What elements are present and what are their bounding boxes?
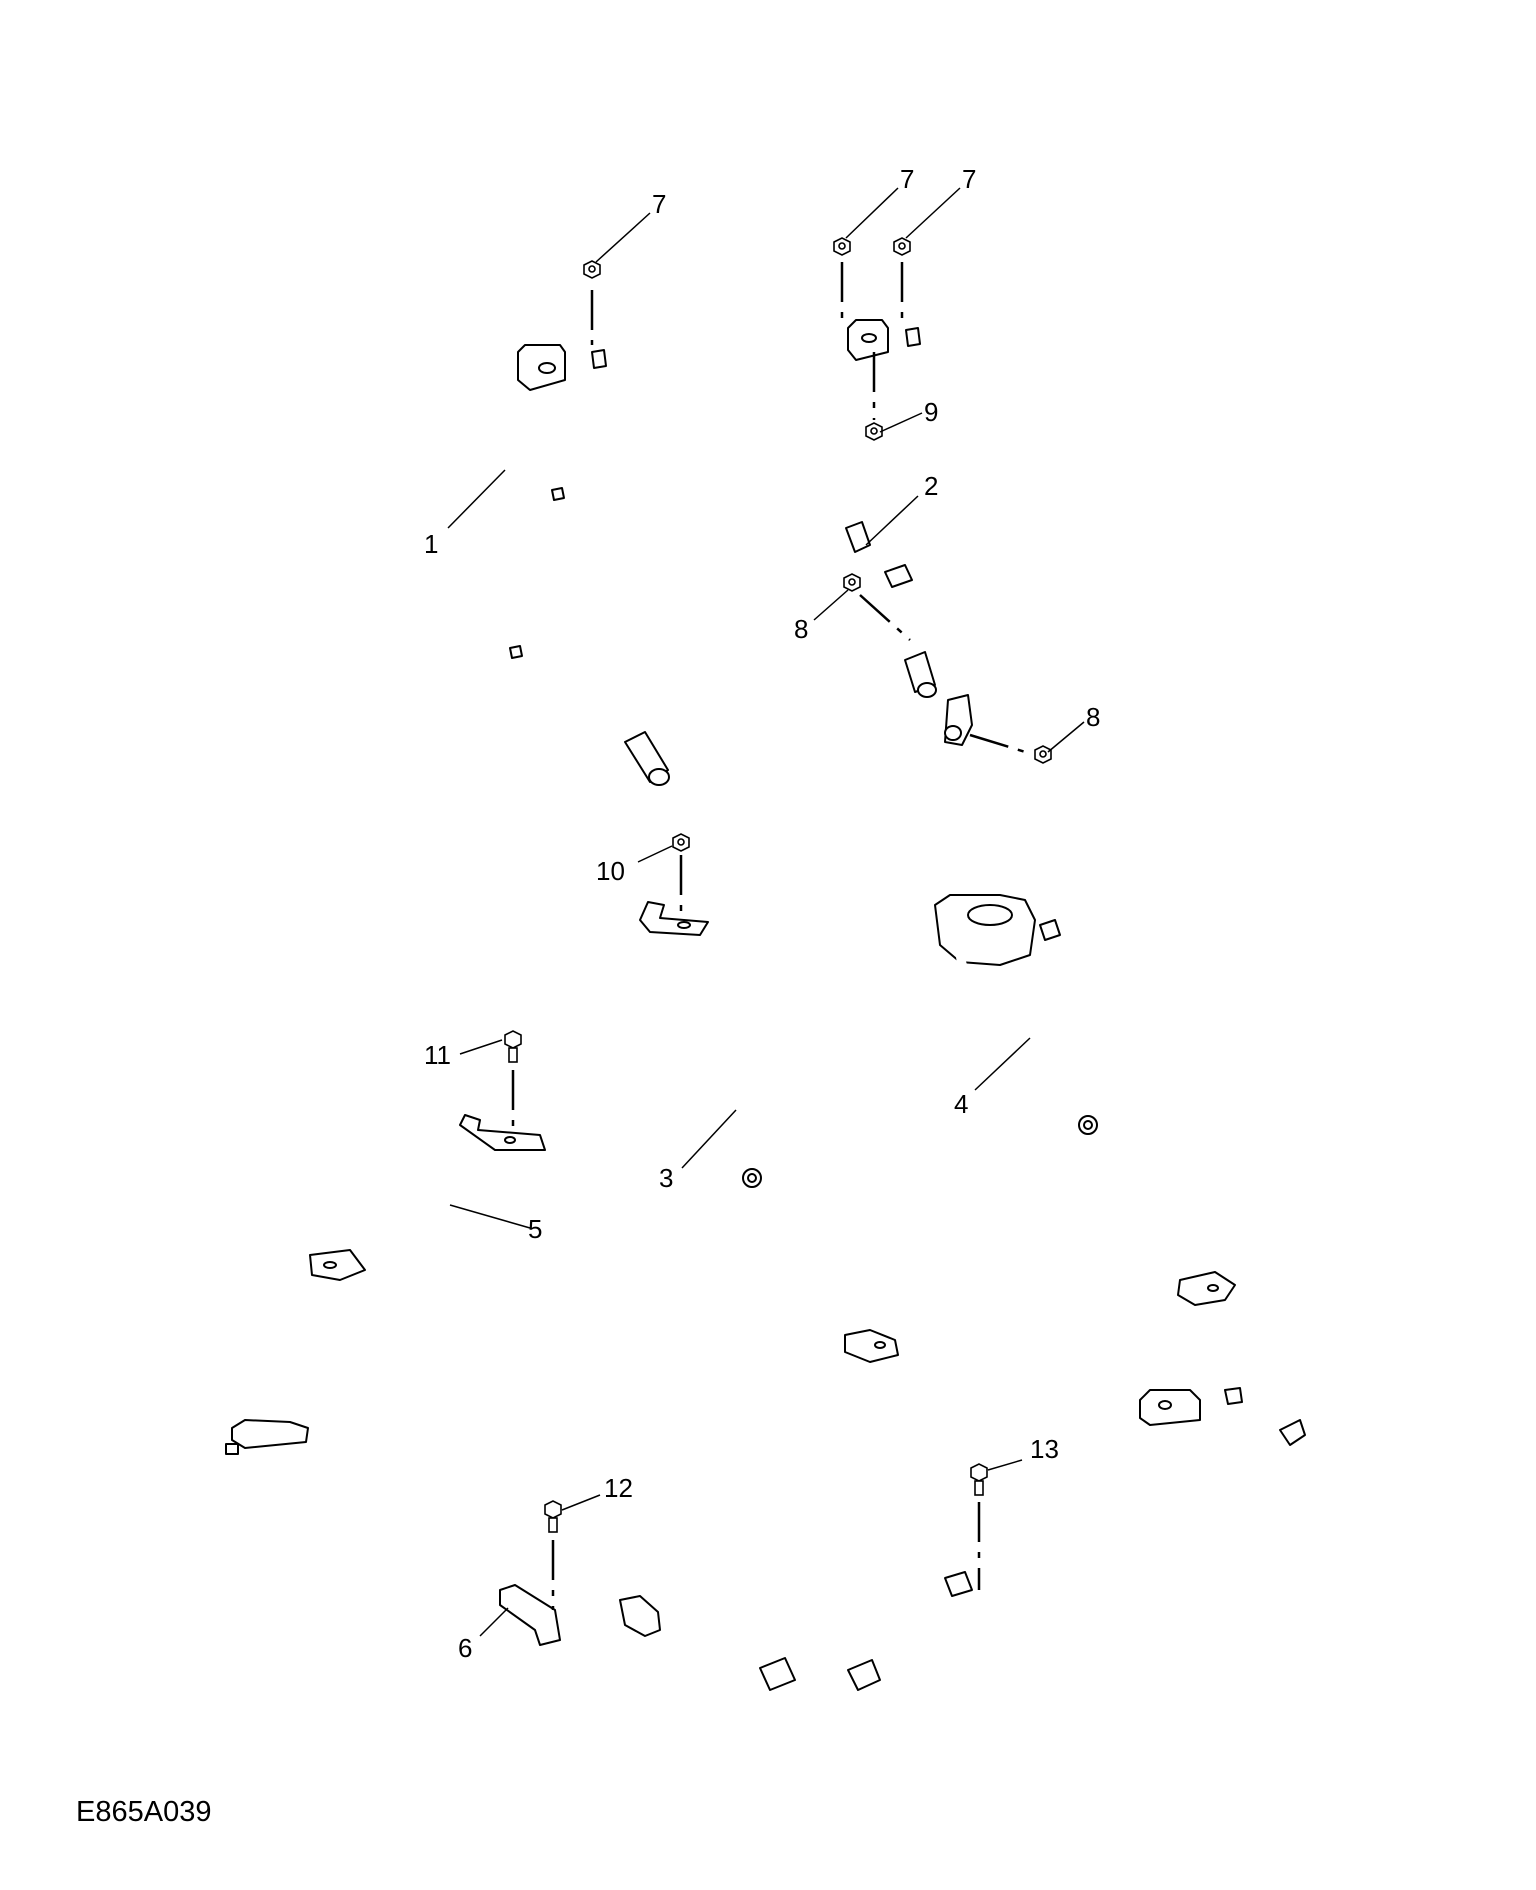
callout-12: 12 <box>604 1473 633 1503</box>
part-1-cable <box>500 344 670 786</box>
callout-7c: 7 <box>962 164 976 194</box>
part-4-cable <box>934 894 1236 1306</box>
callout-5: 5 <box>528 1214 542 1244</box>
callout-13: 13 <box>1030 1434 1059 1464</box>
nut-8-right <box>1034 745 1052 764</box>
nut-10 <box>672 833 690 852</box>
assembly-lines <box>511 262 1033 1610</box>
callout-2: 2 <box>924 471 938 501</box>
callout-7b: 7 <box>900 164 914 194</box>
leader-lines <box>447 187 1085 1637</box>
callout-3: 3 <box>659 1163 673 1193</box>
callouts: 1 2 3 4 5 6 7 7 7 8 8 9 10 11 12 13 <box>424 164 1100 1663</box>
callout-11: 11 <box>424 1040 451 1070</box>
part-2-cable <box>834 319 973 746</box>
callout-7a: 7 <box>652 189 666 219</box>
part-6-harness <box>225 1419 661 1646</box>
part-3-cable <box>639 901 899 1363</box>
figure-code: E865A039 <box>76 1796 212 1828</box>
nut-7-mid <box>833 237 851 256</box>
callout-1: 1 <box>424 529 438 559</box>
nut-7-left <box>583 260 601 279</box>
callout-9: 9 <box>924 397 938 427</box>
nut-7-right <box>893 237 911 256</box>
bolt-13 <box>970 1463 988 1496</box>
callout-4: 4 <box>954 1089 968 1119</box>
bolt-12 <box>544 1500 562 1533</box>
nut-8-left <box>843 573 861 592</box>
part-5-strap <box>309 1114 546 1281</box>
callout-8b: 8 <box>1086 702 1100 732</box>
bolt-11 <box>504 1030 522 1063</box>
callout-8a: 8 <box>794 614 808 644</box>
harness-assembly-13 <box>759 1387 1306 1691</box>
callout-10: 10 <box>596 856 625 886</box>
callout-6: 6 <box>458 1633 472 1663</box>
nut-9 <box>865 422 883 441</box>
